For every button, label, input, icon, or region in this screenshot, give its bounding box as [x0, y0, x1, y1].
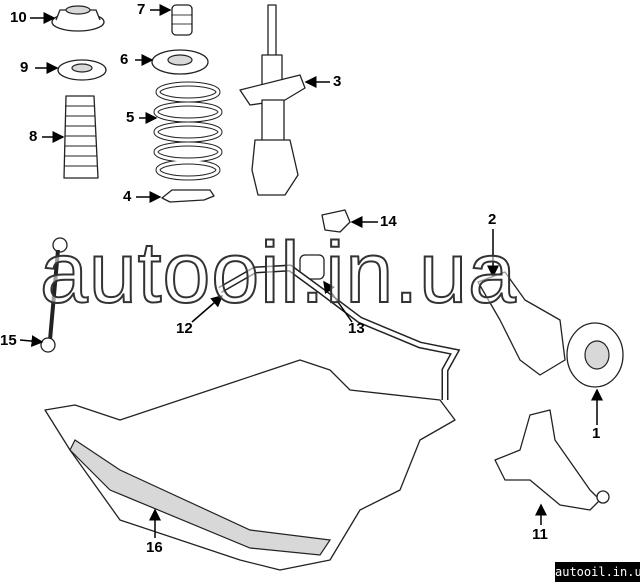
callout-7: 7 — [137, 1, 146, 18]
lower-control-arm-part — [494, 409, 601, 511]
bump-stop-part — [171, 4, 193, 36]
watermark-overlay: autooil.in.ua — [39, 225, 517, 321]
callout-11: 11 — [532, 526, 548, 543]
callout-1: 1 — [592, 425, 601, 442]
stabilizer-bushing-part — [299, 254, 325, 280]
spring-insulator-part — [161, 189, 215, 203]
callout-13: 13 — [348, 320, 365, 337]
callout-leaders — [19, 4, 603, 538]
callout-5: 5 — [126, 109, 135, 126]
callout-10: 10 — [10, 9, 27, 26]
stabilizer-clamp-part — [321, 209, 351, 233]
subframe-part — [44, 359, 456, 571]
dust-boot-part — [63, 95, 99, 179]
spring-seat-part — [151, 49, 209, 75]
callout-9: 9 — [20, 59, 29, 76]
callout-14: 14 — [380, 213, 397, 230]
steering-knuckle-part — [477, 271, 566, 376]
mount-bearing-part — [57, 59, 107, 81]
callout-8: 8 — [29, 128, 38, 145]
callout-16: 16 — [146, 539, 163, 556]
callout-6: 6 — [120, 51, 129, 68]
callout-12: 12 — [176, 320, 193, 337]
callout-15: 15 — [0, 332, 17, 349]
strut-assembly-part — [239, 4, 306, 196]
callout-4: 4 — [123, 188, 132, 205]
watermark-corner-label: autooil.in.ua — [555, 562, 640, 582]
stabilizer-link-part — [40, 237, 68, 353]
wheel-hub-part — [566, 322, 624, 388]
callout-2: 2 — [488, 211, 497, 228]
callout-3: 3 — [333, 73, 342, 90]
strut-mount-part — [51, 5, 105, 32]
